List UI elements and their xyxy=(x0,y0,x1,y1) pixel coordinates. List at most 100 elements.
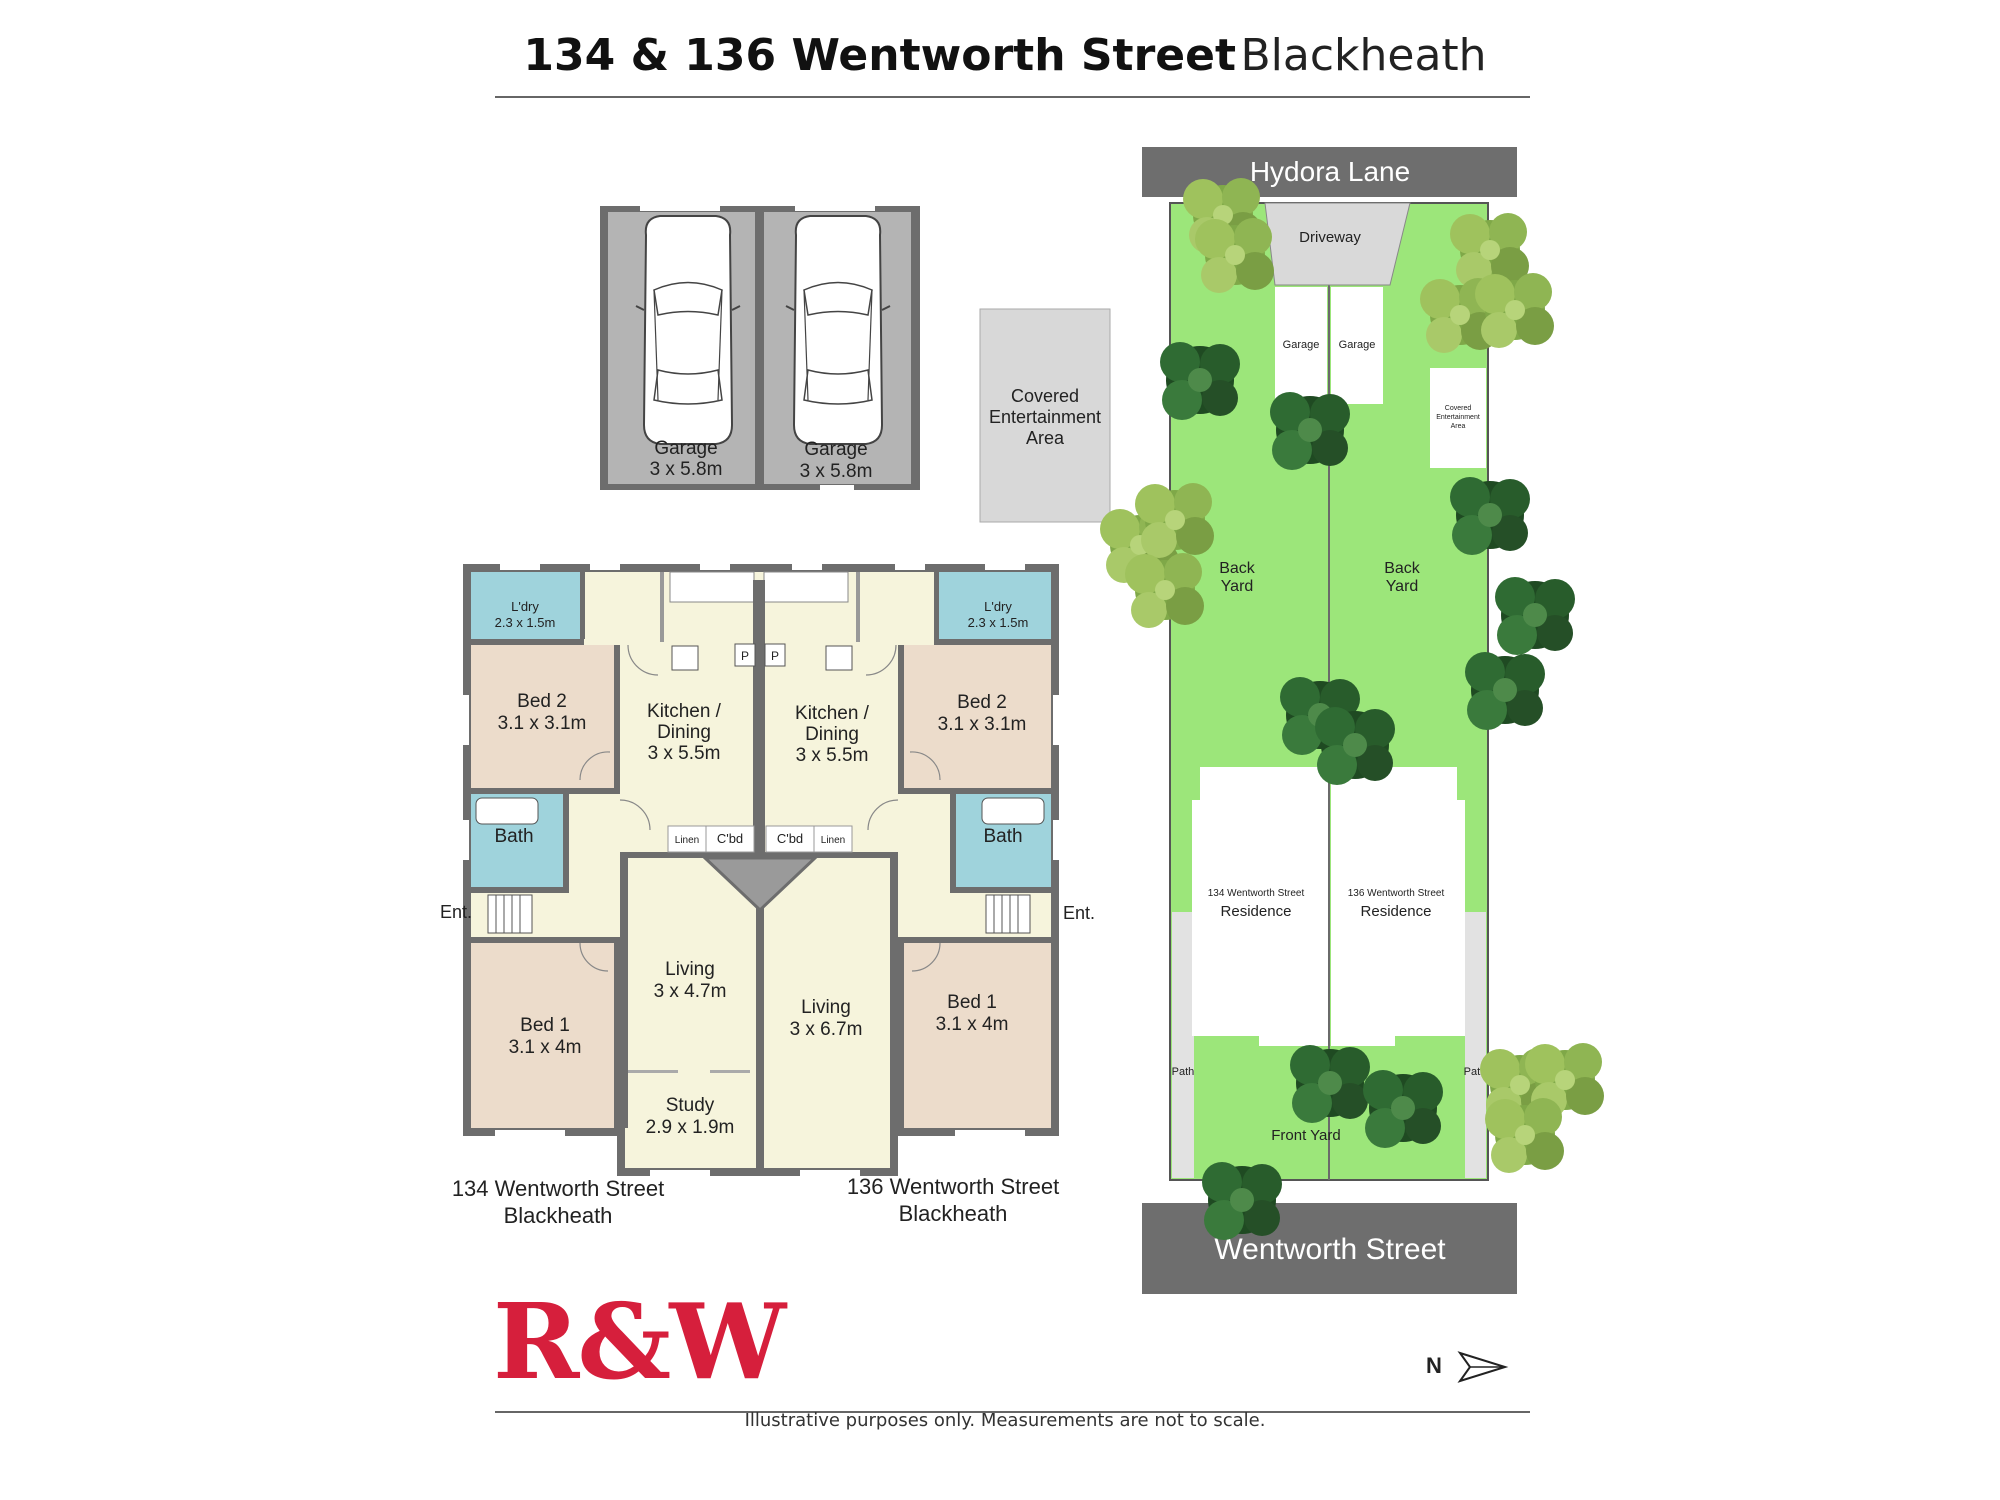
bed2-136-name: Bed 2 xyxy=(957,692,1007,713)
kitchen-136-line1: Kitchen / xyxy=(795,703,870,724)
residence-136-line1: 136 Wentworth Street xyxy=(1348,888,1445,899)
site-garage-136-label: Garage xyxy=(1339,339,1376,351)
title-suburb: Blackheath xyxy=(1240,30,1487,81)
bath-136-name: Bath xyxy=(983,826,1022,847)
address-136-line1: 136 Wentworth Street xyxy=(847,1174,1059,1199)
site-covered-line2: Entertainment xyxy=(1436,414,1480,421)
laundry-134 xyxy=(471,572,580,639)
bed2-134-name: Bed 2 xyxy=(517,691,567,712)
car-icon xyxy=(635,215,741,445)
bed1-136-dims: 3.1 x 4m xyxy=(936,1014,1009,1035)
garage-1-dims: 3 x 5.8m xyxy=(650,459,723,480)
path-west xyxy=(1172,912,1194,1178)
tree-icon xyxy=(1363,1070,1443,1148)
bed2-134-dims: 3.1 x 3.1m xyxy=(498,713,587,734)
site-covered-area xyxy=(1430,368,1486,468)
tree-icon xyxy=(1475,273,1554,348)
north-label: N xyxy=(1426,1353,1442,1378)
site-garage-136 xyxy=(1331,287,1383,404)
residence-136 xyxy=(1331,767,1465,1046)
tree-icon xyxy=(1465,652,1545,730)
back-yard-134-line1: Back xyxy=(1219,560,1256,577)
bed1-134 xyxy=(471,943,614,1128)
bed1-136 xyxy=(904,943,1051,1128)
linen-136: Linen xyxy=(821,835,845,846)
title-address: 134 & 136 Wentworth Street xyxy=(523,30,1236,81)
page-title: 134 & 136 Wentworth Street Blackheath xyxy=(490,30,1520,81)
residence-134 xyxy=(1192,767,1328,1046)
tree-icon xyxy=(1450,477,1530,555)
cupboard-134: C'bd xyxy=(717,831,743,846)
laundry-136-dims: 2.3 x 1.5m xyxy=(968,615,1029,630)
entry-136: Ent. xyxy=(1063,903,1095,923)
site-garage-134-label: Garage xyxy=(1283,339,1320,351)
back-yard-136-line2: Yard xyxy=(1386,578,1419,595)
tree-icon xyxy=(1202,1162,1282,1240)
tree-icon xyxy=(1135,483,1214,558)
bath-134-name: Bath xyxy=(494,826,533,847)
study-134-dims: 2.9 x 1.9m xyxy=(646,1117,735,1138)
back-yard-134-line2: Yard xyxy=(1221,578,1254,595)
bed2-136-dims: 3.1 x 3.1m xyxy=(938,714,1027,735)
disclaimer: Illustrative purposes only. Measurements… xyxy=(744,1410,1266,1431)
address-134-line1: 134 Wentworth Street xyxy=(452,1176,664,1201)
entry-134: Ent. xyxy=(440,902,472,922)
living-134-name: Living xyxy=(665,959,715,980)
site-garage-134 xyxy=(1275,287,1327,404)
tree-icon xyxy=(1495,577,1575,655)
bed1-134-dims: 3.1 x 4m xyxy=(509,1037,582,1058)
residence-134-line2: Residence xyxy=(1221,903,1292,920)
back-yard-136-line1: Back xyxy=(1384,560,1421,577)
garage-block: Garage 3 x 5.8m Garage 3 x 5.8m xyxy=(600,206,920,491)
bed2-134 xyxy=(471,645,614,788)
covered-line1: Covered xyxy=(1011,386,1079,406)
front-yard-label: Front Yard xyxy=(1271,1127,1340,1144)
laundry-134-dims: 2.3 x 1.5m xyxy=(495,615,556,630)
garage-1-name: Garage xyxy=(654,438,717,459)
car-icon xyxy=(785,215,891,445)
path-east xyxy=(1465,912,1486,1178)
brand-logo: R&W xyxy=(493,1280,786,1403)
residence-134-line1: 134 Wentworth Street xyxy=(1208,888,1305,899)
study-134-name: Study xyxy=(666,1095,715,1116)
bed1-136-name: Bed 1 xyxy=(947,992,997,1013)
address-134-line2: Blackheath xyxy=(504,1203,613,1228)
tree-icon xyxy=(1160,342,1240,420)
cupboard-136: C'bd xyxy=(777,831,803,846)
street-label: Wentworth Street xyxy=(1214,1233,1446,1266)
site-plan: Hydora Lane Driveway Garage Garage Cover… xyxy=(1100,147,1604,1294)
laundry-136-name: L'dry xyxy=(984,599,1012,614)
duplex-floor-plan: L'dry 2.3 x 1.5m Bed 2 3.1 x 3.1m Kitche… xyxy=(440,564,1095,1176)
bed1-134-name: Bed 1 xyxy=(520,1015,570,1036)
kitchen-134-dims: 3 x 5.5m xyxy=(648,743,721,764)
kitchen-136-dims: 3 x 5.5m xyxy=(796,745,869,766)
tree-icon xyxy=(1485,1098,1564,1173)
address-136-line2: Blackheath xyxy=(899,1201,1008,1226)
laundry-136 xyxy=(938,572,1051,639)
north-arrow: N xyxy=(1426,1351,1509,1383)
residence-136-line2: Residence xyxy=(1361,903,1432,920)
tree-icon xyxy=(1195,218,1274,293)
lane-label: Hydora Lane xyxy=(1250,156,1410,187)
kitchen-134-line1: Kitchen / xyxy=(647,701,722,722)
kitchen-134-line2: Dining xyxy=(657,722,711,743)
linen-134: Linen xyxy=(675,835,699,846)
pantry-136: P xyxy=(771,649,779,663)
tree-icon xyxy=(1270,392,1350,470)
bed2-136 xyxy=(904,645,1051,788)
tree-icon xyxy=(1315,707,1395,785)
pantry-134: P xyxy=(741,649,749,663)
tree-icon xyxy=(1290,1045,1370,1123)
covered-line2: Entertainment xyxy=(989,407,1101,427)
site-covered-line1: Covered xyxy=(1445,405,1472,412)
covered-line3: Area xyxy=(1026,428,1065,448)
living-136-name: Living xyxy=(801,997,851,1018)
tree-icon xyxy=(1125,553,1204,628)
laundry-134-name: L'dry xyxy=(511,599,539,614)
driveway-label: Driveway xyxy=(1299,229,1361,246)
kitchen-136-line2: Dining xyxy=(805,724,859,745)
driveway xyxy=(1264,202,1411,286)
garage-2-name: Garage xyxy=(804,439,867,460)
garage-2-dims: 3 x 5.8m xyxy=(800,461,873,482)
